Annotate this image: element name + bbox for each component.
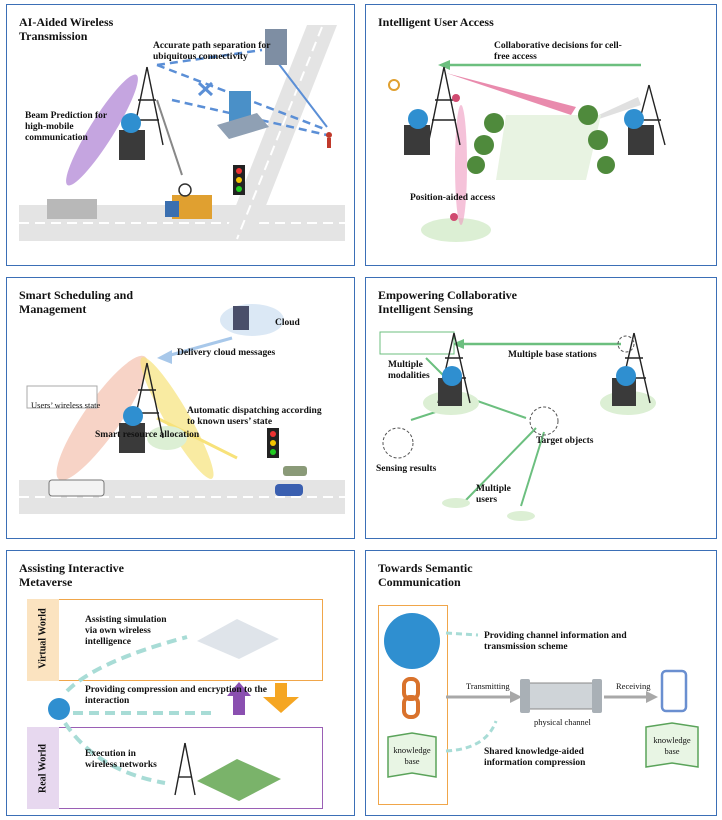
panel-metaverse: Assisting Interactive Metaverse Virtual … (6, 550, 355, 816)
label-sensing-results: Sensing results (376, 464, 437, 474)
scene-sensing (379, 331, 656, 521)
label-kb-left: knowledge base (393, 745, 431, 766)
label-wireless-state: Users’ wireless state (31, 400, 101, 410)
panel-title: Assisting Interactive Metaverse (19, 561, 124, 589)
label-modalities: Multiple modalities (388, 360, 430, 381)
label-beam-prediction: Beam Prediction for high-mobile communic… (25, 111, 107, 143)
label-execution: Execution in wireless networks (85, 749, 157, 770)
label-transmitting: Transmitting (466, 681, 510, 691)
panel-user-access: Intelligent User Access Collaborative de… (365, 4, 717, 266)
panel-title: Smart Scheduling and Management (19, 288, 134, 316)
label-physical-channel: physical channel (534, 717, 591, 727)
label-dispatch: Automatic dispatching according to known… (187, 406, 322, 427)
label-path-separation: Accurate path separation for ubiquitous … (153, 41, 271, 62)
scene-metaverse (48, 619, 299, 801)
panel-title: Towards Semantic Communication (378, 561, 473, 589)
virtual-world-tab (27, 599, 59, 681)
sender-box (378, 605, 448, 805)
scene-scheduling (19, 304, 345, 514)
label-collaborative: Collaborative decisions for cell-free ac… (494, 41, 622, 62)
label-smart-allocation: Smart resource allocation (95, 430, 200, 440)
label-delivery: Delivery cloud messages (177, 348, 276, 358)
label-position-aided: Position-aided access (410, 193, 496, 203)
panel-ai-transmission: AI-Aided Wireless Transmission (6, 4, 355, 266)
real-world-tab (27, 727, 59, 809)
label-target-objects: Target objects (536, 436, 594, 446)
label-cloud: Cloud (275, 318, 300, 328)
panel-scheduling: Smart Scheduling and Management Cloud De… (6, 277, 355, 539)
label-base-stations: Multiple base stations (508, 350, 597, 360)
label-assisting-simulation: Assisting simulation via own wireless in… (85, 615, 167, 647)
panel-semantic: Towards Semantic Communication Providing… (365, 550, 717, 816)
panel-sensing: Empowering Collaborative Intelligent Sen… (365, 277, 717, 539)
scene-ai-transmission (19, 25, 345, 241)
label-shared-knowledge: Shared knowledge-aided information compr… (484, 747, 586, 768)
label-kb-right: knowledge base (653, 735, 691, 756)
label-receiving: Receiving (616, 681, 651, 691)
panel-title: Empowering Collaborative Intelligent Sen… (378, 288, 517, 316)
label-multiple-users: Multiple users (476, 484, 511, 505)
scene-user-access (388, 60, 666, 242)
panel-title: Intelligent User Access (378, 15, 494, 29)
label-channel-info: Providing channel information and transm… (484, 631, 627, 652)
scene-semantic (384, 613, 699, 778)
panel-title: AI-Aided Wireless Transmission (19, 15, 114, 43)
label-compression: Providing compression and encryption to … (85, 685, 268, 706)
